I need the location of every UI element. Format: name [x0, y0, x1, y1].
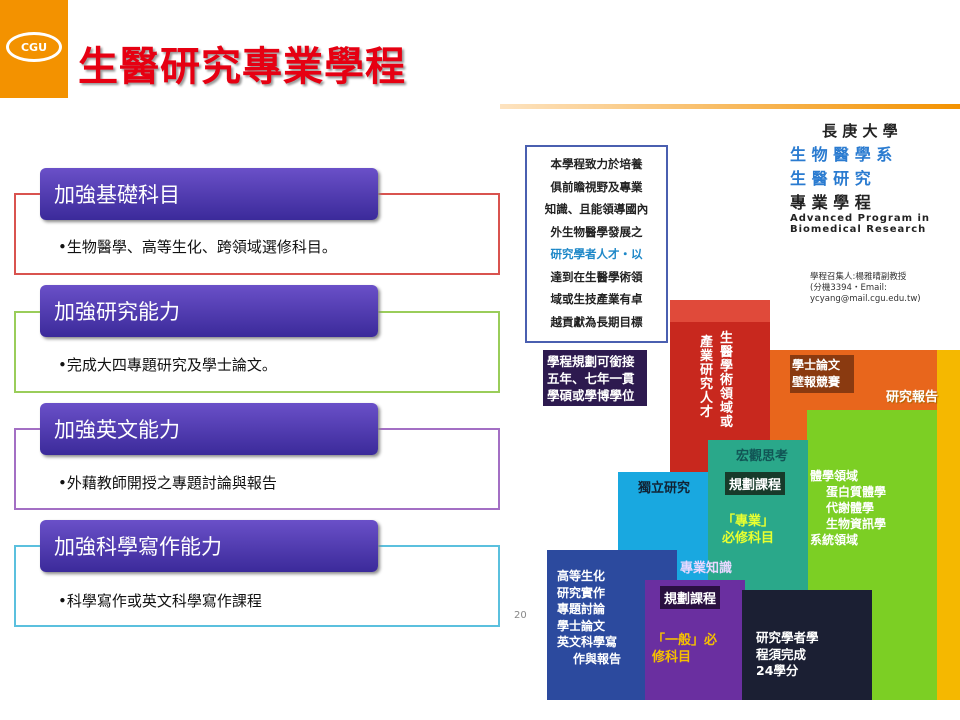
university-name: 長 庚 大 學	[822, 122, 898, 140]
orange-tag: 學士論文 壁報競賽	[790, 355, 854, 393]
credits-text: 研究學者學 程須完成 24學分	[756, 630, 819, 680]
text-line: 作與報告	[573, 651, 622, 666]
page-number: 20	[514, 610, 527, 621]
section-bullet: •生物醫學、高等生化、跨領域選修科目。	[58, 238, 337, 256]
contact-line: 學程召集人:楊雅晴副教授	[810, 272, 907, 282]
intro-box: 本學程致力於培養 俱前瞻視野及專業 知識、且能領導國內 外生物醫學發展之 研究學…	[525, 145, 668, 343]
section-bullet: •完成大四專題研究及學士論文。	[58, 356, 277, 374]
english-name: Advanced Program in	[790, 213, 931, 224]
text-line: 研究實作	[557, 585, 606, 600]
section-heading: 加強科學寫作能力	[40, 520, 378, 572]
text-line: 英文科學寫	[557, 635, 618, 649]
tag-line: 學士論文	[792, 358, 841, 372]
section-heading: 加強研究能力	[40, 285, 378, 337]
university-logo: CGU	[6, 32, 62, 62]
step-label: 生醫學術領域或	[720, 331, 734, 430]
plan-tag: 規劃課程	[725, 472, 786, 495]
text-line: 「一般」必	[652, 633, 718, 648]
intro-line: 研究學者人才・以	[550, 247, 643, 261]
text-line: 24學分	[756, 663, 799, 678]
text-line: 「專業」	[722, 514, 775, 529]
step-label: 宏觀思考	[736, 449, 789, 464]
step-label: 產業研究人才	[700, 335, 714, 420]
text-line: 代謝體學	[826, 501, 875, 515]
tag-line: 壁報競賽	[792, 375, 841, 389]
contact-line: ycyang@mail.cgu.edu.tw)	[810, 294, 921, 304]
text-line: 研究學者學	[756, 630, 819, 645]
english-name: Biomedical Research	[790, 224, 927, 235]
contact-info: 學程召集人:楊雅晴副教授 (分機3394・Email: ycyang@mail.…	[810, 272, 921, 305]
text-line: 系統領域	[810, 533, 859, 547]
department-name: 生 物 醫 學 系	[790, 145, 893, 164]
blue-text: 高等生化 研究實作 專題討論 學士論文 英文科學寫 作與報告	[557, 568, 621, 667]
professional-required: 「專業」 必修科目	[722, 513, 774, 547]
contact-line: (分機3394・Email:	[810, 283, 887, 293]
step-label: 獨立研究	[638, 481, 691, 496]
text-line: 生物資訊學	[826, 517, 887, 531]
text-line: 蛋白質體學	[826, 485, 887, 499]
program-title: 長 庚 大 學 生 物 醫 學 系 生 醫 研 究 專 業 學 程 Advanc…	[790, 120, 930, 235]
program-name: 專 業 學 程	[790, 193, 871, 212]
intro-line: 俱前瞻視野及專業	[550, 179, 643, 194]
red-step-top	[670, 300, 770, 322]
intro-line: 知識、且能領導國內	[544, 202, 649, 216]
divider	[500, 104, 960, 109]
intro-line: 達到在生醫學術領	[550, 269, 643, 284]
plan-tag: 規劃課程	[660, 586, 721, 609]
general-required: 「一般」必 修科目	[652, 632, 717, 666]
text-line: 高等生化	[557, 569, 606, 583]
text-line: 修科目	[652, 650, 692, 665]
step-label: 研究報告	[886, 390, 939, 405]
program-name: 生 醫 研 究	[790, 169, 871, 188]
dark-step: 研究學者學 程須完成 24學分	[742, 590, 872, 700]
intro-line: 越貢獻為長期目標	[550, 314, 643, 329]
text-line: 體學領域	[810, 469, 859, 483]
bridge-line: 學碩或學博學位	[547, 388, 635, 403]
bridge-line: 五年、七年一貫	[547, 371, 635, 386]
bridge-note: 學程規劃可銜接 五年、七年一貫 學碩或學博學位	[543, 350, 647, 406]
section-bullet: •外藉教師開授之專題討論與報告	[58, 474, 277, 492]
yellow-step	[937, 350, 960, 700]
logo-box: CGU	[0, 0, 68, 98]
section-heading: 加強基礎科目	[40, 168, 378, 220]
section-bullet: •科學寫作或英文科學寫作課程	[58, 592, 262, 610]
program-poster: 本學程致力於培養 俱前瞻視野及專業 知識、且能領導國內 外生物醫學發展之 研究學…	[500, 110, 960, 700]
text-line: 程須完成	[756, 646, 807, 662]
bridge-line: 學程規劃可銜接	[547, 354, 635, 369]
intro-line: 域或生技產業有卓	[550, 292, 643, 306]
page-title: 生醫研究專業學程	[78, 44, 406, 90]
step-label: 專業知識	[680, 561, 733, 576]
text-line: 必修科目	[722, 531, 775, 546]
section-heading: 加強英文能力	[40, 403, 378, 455]
intro-line: 本學程致力於培養	[550, 157, 643, 171]
green-text: 體學領域 蛋白質體學 代謝體學 生物資訊學 系統領域	[810, 468, 886, 548]
text-line: 學士論文	[557, 618, 606, 633]
text-line: 專題討論	[557, 602, 606, 616]
intro-line: 外生物醫學發展之	[550, 224, 643, 239]
